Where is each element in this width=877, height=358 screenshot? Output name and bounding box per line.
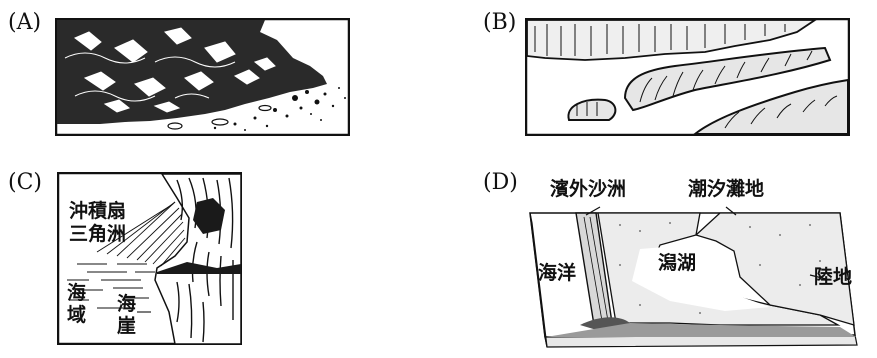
vertical-char: 海 [117,292,136,315]
panel-label-b: (B) [483,10,517,35]
panel-c-sea-cliff-illustration: 沖積扇 三角洲 海域 海崖 [57,172,242,345]
panel-d-lagoon-block-diagram: 濱外沙洲 潮汐灘地 海洋 潟湖 陸地 [529,177,858,348]
label-offshore-bar: 濱外沙洲 [550,177,626,200]
vertical-char: 海 [67,281,86,304]
label-land: 陸地 [814,265,852,288]
vertical-char: 域 [67,303,86,326]
panel-label-d: (D) [483,170,518,195]
vertical-char: 崖 [117,314,136,337]
panel-label-a: (A) [8,10,42,35]
label-ocean: 海洋 [538,261,576,284]
label-tidal-flat: 潮汐灘地 [688,177,764,200]
label-sea-cliff: 海崖 [117,292,136,337]
label-delta: 三角洲 [69,222,126,245]
label-lagoon: 潟湖 [658,252,696,274]
label-sea-area: 海域 [67,281,86,326]
panel-a-rocky-coast-illustration [55,18,350,136]
label-alluvial-fan: 沖積扇 [69,199,126,222]
panel-b-headland-spit-illustration [525,18,850,136]
panel-label-c: (C) [8,170,42,195]
